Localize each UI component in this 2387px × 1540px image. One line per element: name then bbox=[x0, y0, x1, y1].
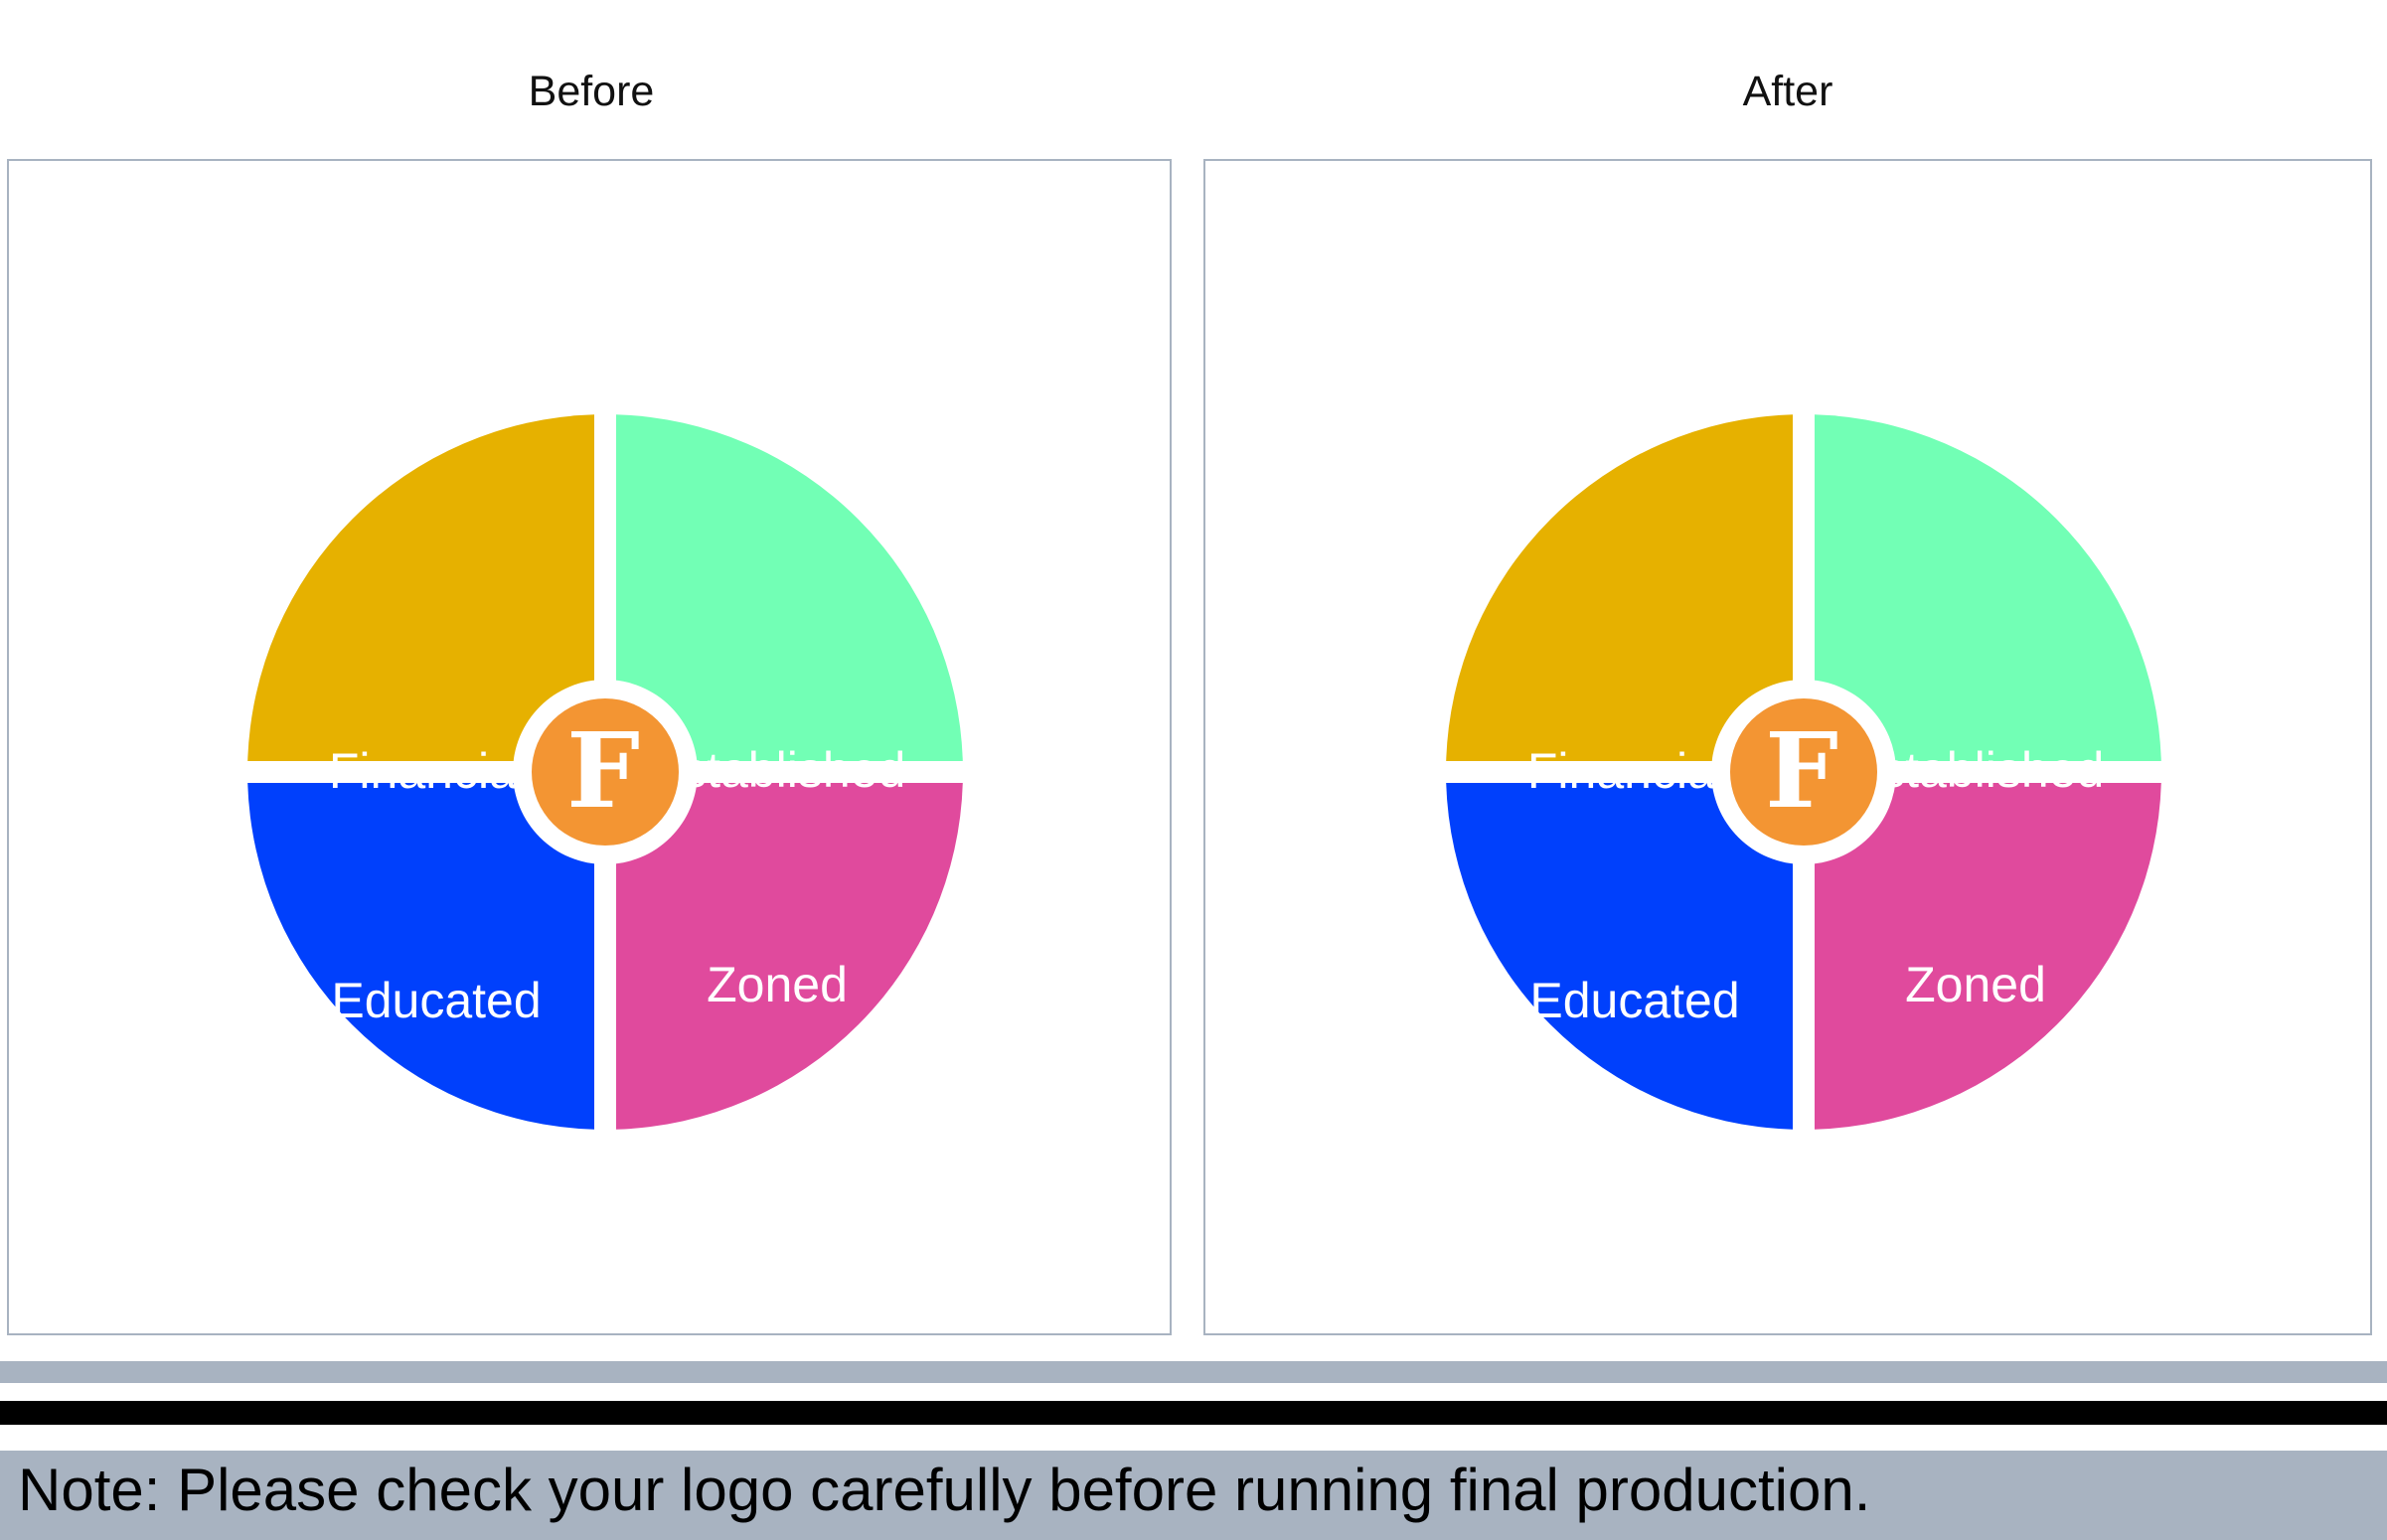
segment-label-zoned: Zoned bbox=[707, 957, 848, 1012]
segment-established bbox=[1815, 414, 2161, 761]
divider-gray-bar bbox=[0, 1361, 2387, 1383]
segment-label-zoned: Zoned bbox=[1905, 957, 2046, 1012]
after-logo-wheel: Financially Established Educated Zoned F bbox=[1446, 407, 2161, 1137]
segment-zoned bbox=[1815, 783, 2161, 1130]
logo-letter: F bbox=[1765, 709, 1838, 832]
segment-label-educated: Educated bbox=[331, 973, 541, 1028]
logo-detail bbox=[589, 758, 599, 796]
logo-letter: F bbox=[566, 709, 640, 832]
segment-educated bbox=[247, 783, 594, 1130]
segment-financially bbox=[247, 414, 594, 761]
segment-label-educated: Educated bbox=[1529, 973, 1739, 1028]
before-panel: Financially Established Educated Zoned F bbox=[7, 159, 1172, 1335]
logo-badge bbox=[532, 698, 679, 846]
before-wheel-graphic: Financially Established Educated Zoned F bbox=[247, 414, 963, 1130]
note-text: Note: Please check your logo carefully b… bbox=[18, 1457, 1871, 1523]
segment-established bbox=[616, 414, 963, 761]
logo-badge bbox=[1730, 698, 1877, 846]
before-logo-wheel: Financially Established Educated Zoned F bbox=[247, 407, 963, 1137]
divider-black-bar bbox=[0, 1401, 2387, 1425]
before-title: Before bbox=[528, 68, 655, 115]
after-wheel-graphic: Financially Established Educated Zoned F bbox=[1446, 414, 2161, 1130]
after-panel: Financially Established Educated Zoned F bbox=[1203, 159, 2372, 1335]
segment-zoned bbox=[616, 783, 963, 1130]
after-title: After bbox=[1742, 68, 1833, 115]
segment-educated bbox=[1446, 783, 1793, 1130]
note-banner: Note: Please check your logo carefully b… bbox=[0, 1451, 2387, 1540]
segment-financially bbox=[1446, 414, 1793, 761]
logo-detail bbox=[1788, 758, 1798, 796]
